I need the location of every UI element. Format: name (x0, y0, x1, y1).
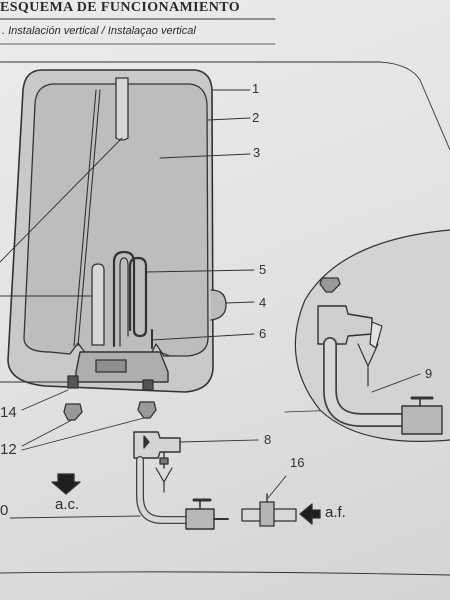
inlet-fitting (142, 379, 154, 391)
detail-nut (319, 277, 341, 293)
control-box (95, 359, 127, 373)
callout-8: 8 (264, 432, 272, 447)
side-module (210, 289, 227, 321)
page-subtitle: . Instalación vertical / Instalaçao vert… (2, 25, 196, 37)
callout-5: 5 (259, 262, 267, 277)
frame-bottom-line (0, 571, 450, 576)
hot-water-label: a.c. (55, 496, 80, 513)
callout-9: 9 (425, 366, 433, 381)
thermostat-sheath (91, 263, 105, 346)
callout-14: 14 (0, 404, 17, 421)
callout-3: 3 (253, 145, 261, 160)
dip-tube (73, 89, 97, 347)
callout-1: 1 (252, 81, 260, 96)
cold-water-arrow-icon (299, 503, 321, 525)
hot-water-arrow-icon (51, 473, 81, 495)
cold-water-nut (137, 401, 157, 419)
drain-funnel (155, 467, 173, 493)
callout-4: 4 (259, 295, 267, 310)
valve-arrow-icon (143, 435, 150, 449)
callout-6: 6 (259, 326, 267, 341)
callout-12: 12 (0, 441, 17, 458)
cold-water-label: a.f. (325, 504, 346, 521)
safety-valve (133, 431, 181, 459)
callout-0: 0 (0, 502, 9, 519)
callout-16: 16 (290, 455, 305, 470)
outlet-fitting (67, 375, 79, 389)
hot-water-nut (63, 403, 83, 421)
callout-2: 2 (252, 110, 260, 125)
heating-element (112, 250, 148, 348)
anode-rod (115, 77, 129, 141)
shutoff-valve (185, 508, 215, 530)
frame-top-line (0, 61, 450, 151)
page-title: ESQUEMA DE FUNCIONAMIENTO (0, 0, 240, 15)
detail-shutoff-valve (401, 405, 443, 435)
